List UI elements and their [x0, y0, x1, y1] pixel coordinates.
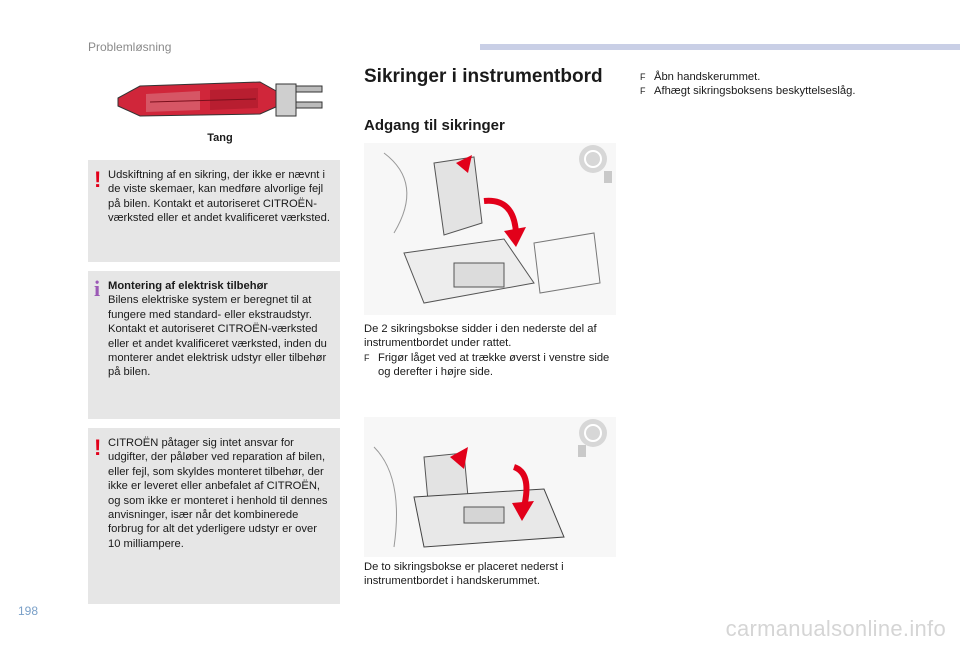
info-title: Montering af elektrisk tilbehør [108, 280, 268, 292]
section-subtitle: Adgang til sikringer [364, 117, 505, 134]
pliers-caption: Tang [207, 132, 233, 144]
section-label: Problemløsning [88, 40, 172, 54]
fuse-pliers-illustration [117, 81, 323, 117]
bullet-text: Åbn handskerummet. [654, 71, 761, 83]
glovebox-illustration [364, 417, 616, 557]
steps-list: F Åbn handskerummet. F Afhægt sikringsbo… [640, 70, 920, 99]
warning-icon: ! [94, 167, 102, 192]
warning-icon: ! [94, 435, 102, 460]
bullet-icon: F [640, 86, 646, 97]
warning-box-fuse-replacement: ! Udskiftning af en sikring, der ikke er… [88, 160, 340, 262]
info-icon: i [94, 276, 101, 301]
fusebox-under-steering-illustration [364, 143, 616, 315]
bullet-item: F Frigør låget ved at trække øverst i ve… [364, 351, 620, 380]
header-bar [480, 44, 960, 50]
bullet-text: Afhægt sikringsboksens beskyttelseslåg. [654, 85, 856, 98]
warning-text: Udskiftning af en sikring, der ikke er n… [108, 169, 330, 225]
bullet-text: Frigør låget ved at trække øverst i vens… [378, 351, 610, 379]
bullet-icon: F [640, 72, 646, 82]
bullet-item: F Åbn handskerummet. [640, 70, 920, 84]
warning-text: CITROËN påtager sig intet ansvar for udg… [108, 437, 328, 550]
bullet-icon: F [364, 352, 370, 363]
info-text: Bilens elektriske system er beregnet til… [108, 294, 327, 379]
page-title: Sikringer i instrumentbord [364, 66, 603, 87]
paragraph-location-2: De to sikringsbokse er placeret nederst … [364, 561, 564, 588]
bullet-item: F Afhægt sikringsboksens beskyttelseslåg… [640, 84, 920, 98]
warning-box-liability: ! CITROËN påtager sig intet ansvar for u… [88, 428, 340, 604]
info-box-accessories: i Montering af elektrisk tilbehør Bilens… [88, 271, 340, 419]
page-number: 198 [18, 604, 39, 618]
para-text: De 2 sikringsbokse sidder i den nederste… [364, 323, 597, 350]
watermark: carmanualsonline.info [725, 616, 946, 641]
paragraph-location-1: De 2 sikringsbokse sidder i den nederste… [364, 322, 620, 380]
